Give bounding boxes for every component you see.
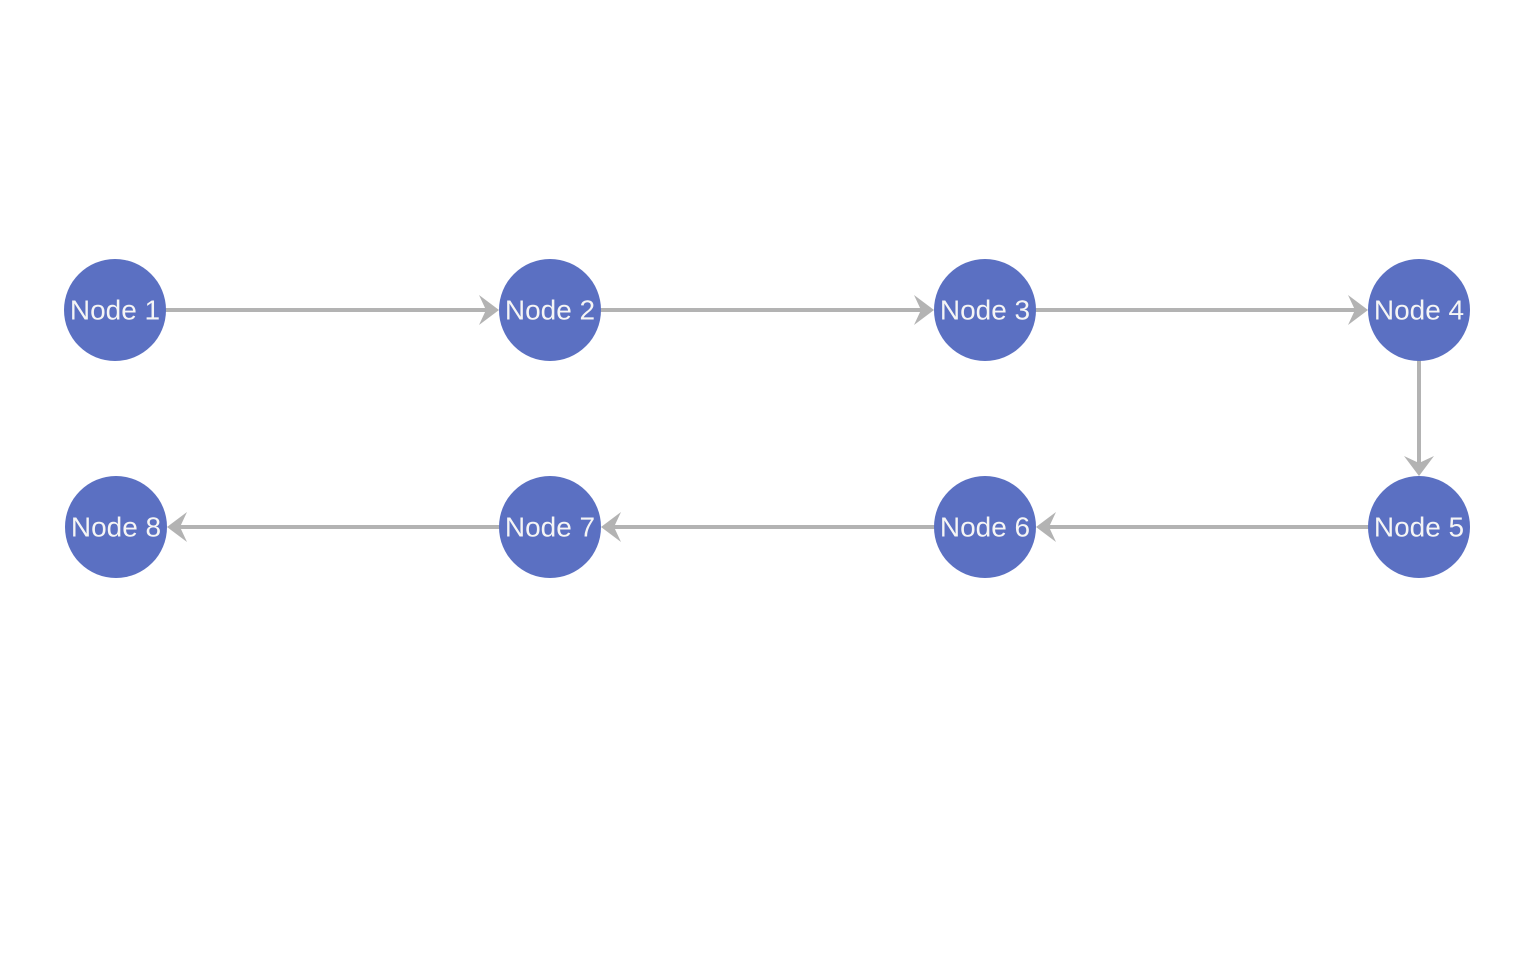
node-label: Node 5	[1374, 512, 1464, 543]
edge-arrowhead	[1348, 295, 1368, 325]
graph-edge-1-2	[164, 295, 499, 325]
node-circle[interactable]	[1368, 259, 1470, 361]
node-label: Node 4	[1374, 295, 1464, 326]
graph-node-2[interactable]: Node 2	[499, 259, 601, 361]
node-circle[interactable]	[934, 476, 1036, 578]
graph-node-6[interactable]: Node 6	[934, 476, 1036, 578]
node-circle[interactable]	[64, 259, 166, 361]
graph-node-7[interactable]: Node 7	[499, 476, 601, 578]
node-label: Node 3	[940, 295, 1030, 326]
node-circle[interactable]	[1368, 476, 1470, 578]
node-label: Node 8	[71, 512, 161, 543]
node-circle[interactable]	[499, 476, 601, 578]
graph-node-4[interactable]: Node 4	[1368, 259, 1470, 361]
graph-edge-5-6	[1036, 512, 1370, 542]
graph-node-1[interactable]: Node 1	[64, 259, 166, 361]
edge-arrowhead	[1404, 456, 1434, 476]
edge-arrowhead	[479, 295, 499, 325]
node-circle[interactable]	[65, 476, 167, 578]
node-label: Node 6	[940, 512, 1030, 543]
edge-arrowhead	[1036, 512, 1056, 542]
graph-edge-4-5	[1404, 359, 1434, 476]
node-label: Node 1	[70, 295, 160, 326]
graph-edge-3-4	[1034, 295, 1368, 325]
node-label: Node 2	[505, 295, 595, 326]
node-label: Node 7	[505, 512, 595, 543]
graph-edge-2-3	[599, 295, 934, 325]
graph-edge-6-7	[601, 512, 936, 542]
graph-node-3[interactable]: Node 3	[934, 259, 1036, 361]
graph-node-8[interactable]: Node 8	[65, 476, 167, 578]
node-circle[interactable]	[499, 259, 601, 361]
graph-node-5[interactable]: Node 5	[1368, 476, 1470, 578]
node-circle[interactable]	[934, 259, 1036, 361]
edge-arrowhead	[914, 295, 934, 325]
edge-arrowhead	[167, 512, 187, 542]
edge-arrowhead	[601, 512, 621, 542]
graph-edge-7-8	[167, 512, 501, 542]
